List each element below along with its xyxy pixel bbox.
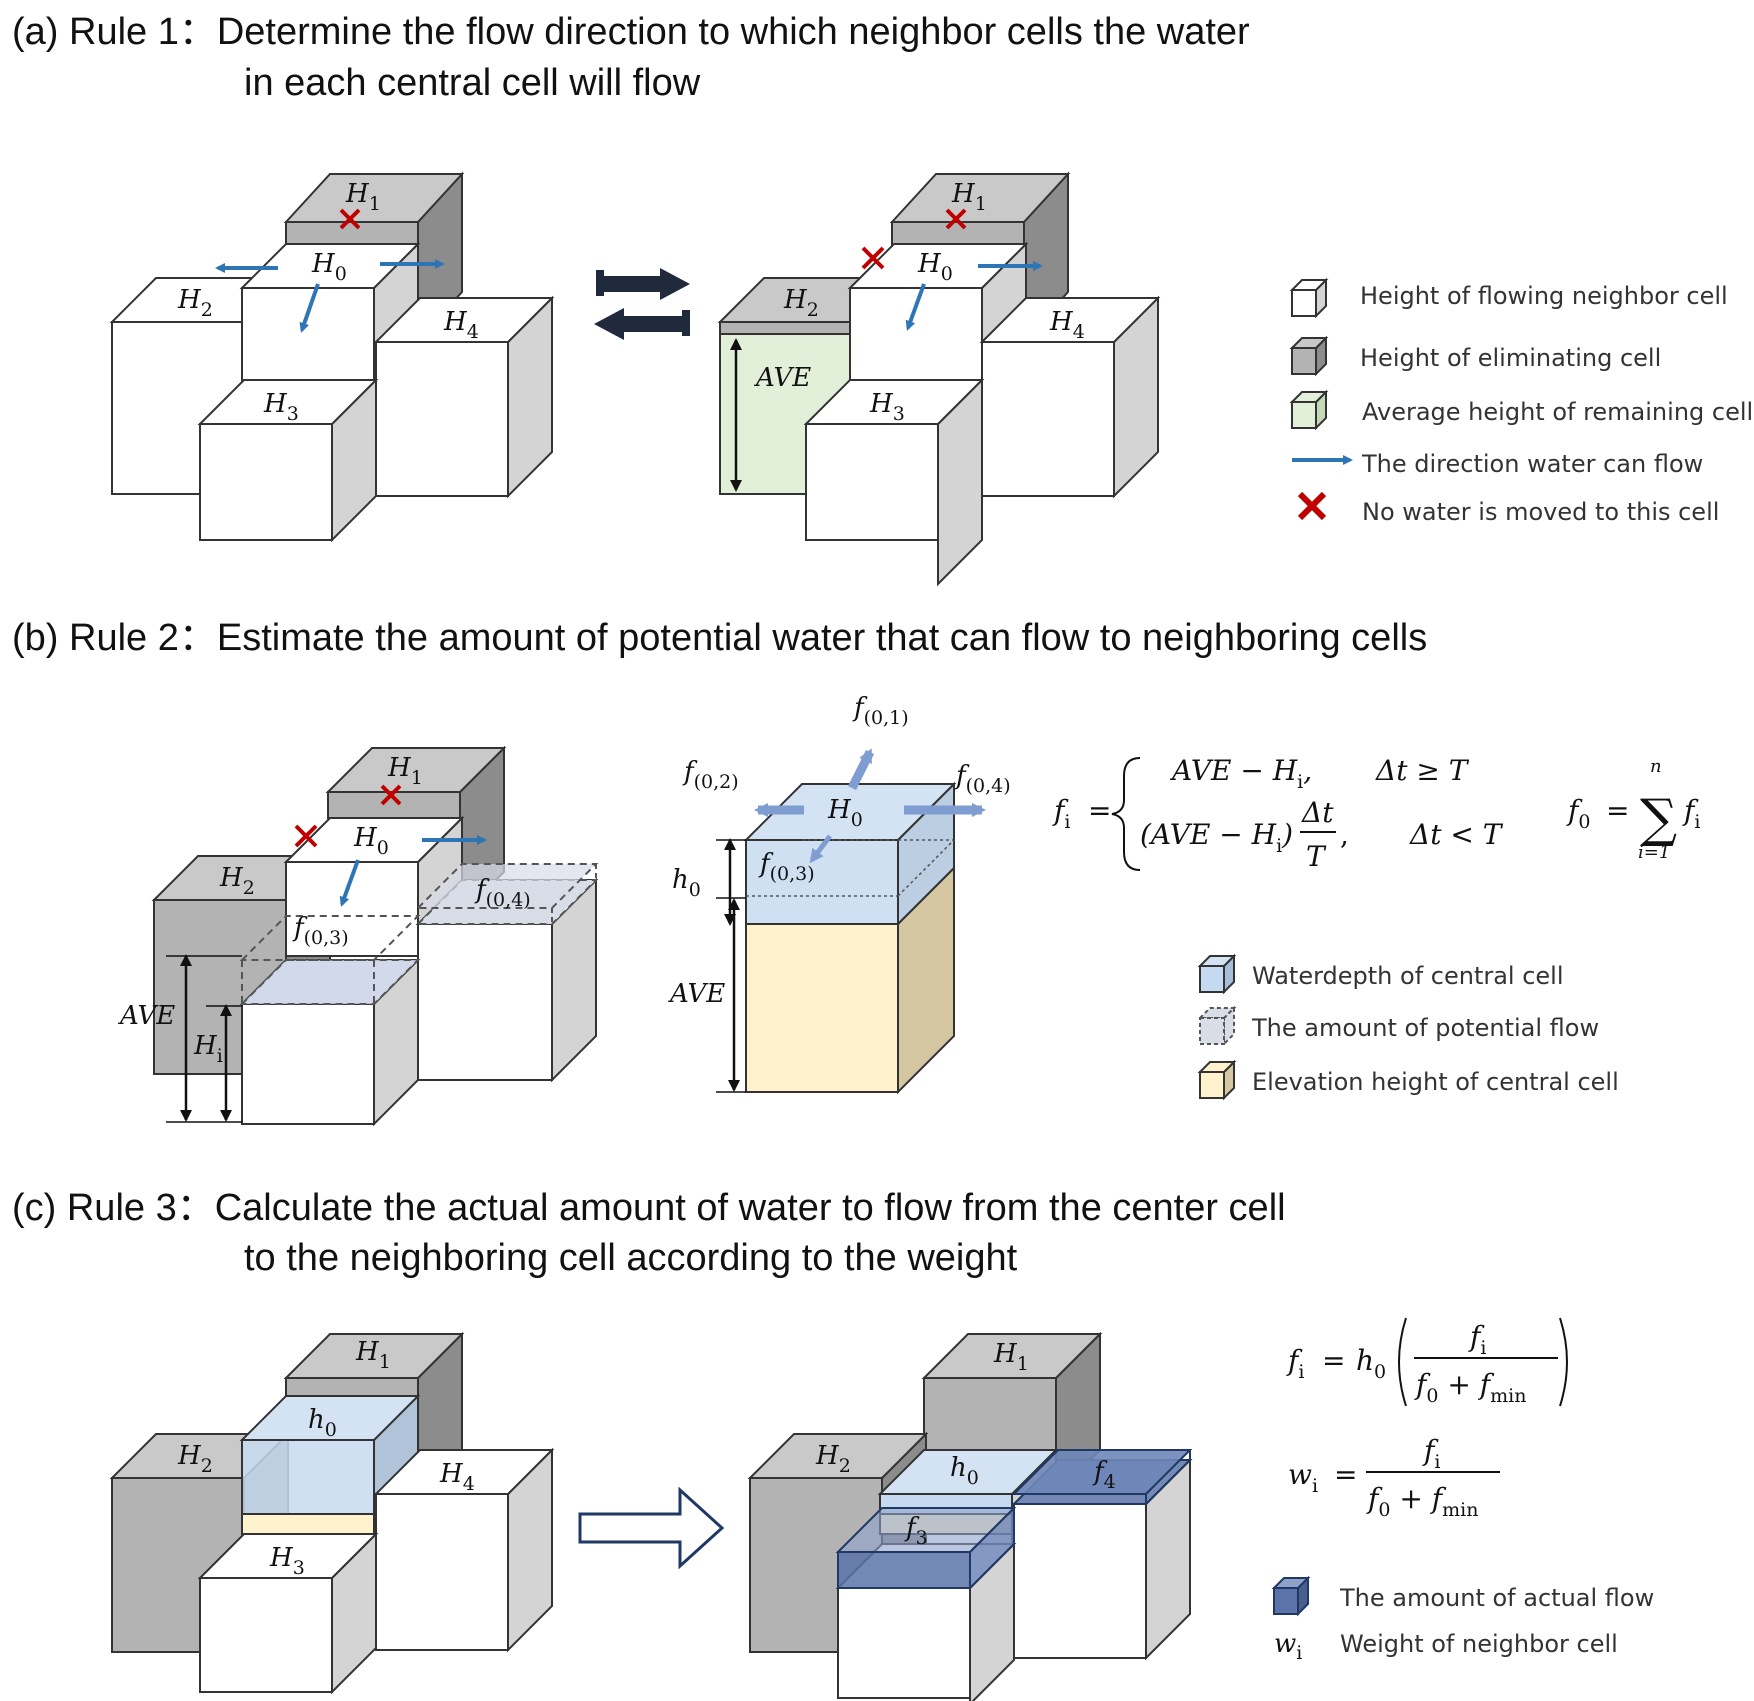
no-flow-x-icon (339, 208, 361, 230)
svg-text:Height of eliminating cell: Height of eliminating cell (1360, 344, 1661, 372)
cell-h4-c (373, 1447, 555, 1653)
svg-text:=: = (1088, 794, 1111, 827)
panel-c-left: H1 h0 H2 H4 H3 (109, 1331, 555, 1695)
actual-flow-f3 (835, 1505, 1017, 1591)
cell-h0 (239, 241, 421, 385)
panel-b-center: h0 AVE H0 f(0,3) f(0,1) f(0,2) f(0,4) (668, 693, 1011, 1095)
svg-text:T: T (1306, 840, 1327, 873)
central-cell-b (743, 781, 957, 1095)
no-flow-x-icon (1297, 491, 1327, 521)
section-a-title: (a) Rule 1：Determine the flow direction … (12, 11, 1250, 53)
svg-text:=: = (1334, 1458, 1357, 1491)
potential-flow-f03 (239, 915, 421, 1005)
no-flow-x-icon (861, 208, 967, 270)
potential-flow-f04 (415, 863, 599, 925)
svg-text:The amount of potential flow: The amount of potential flow (1251, 1014, 1599, 1042)
svg-text:fi: fi (1468, 1320, 1486, 1359)
potential-flow-arrows (754, 748, 986, 864)
legend-elevation-cube-icon (1197, 1059, 1237, 1101)
svg-text:h0: h0 (672, 865, 701, 901)
cell-h4 (373, 295, 555, 499)
svg-text:fi: fi (1286, 1344, 1304, 1383)
legend-water-cube-icon (1197, 953, 1237, 995)
svg-text:wi: wi (1274, 1629, 1302, 1664)
section-a-title-line2: in each central cell will flow (244, 62, 701, 104)
legend-actual-flow-cube-icon (1271, 1575, 1311, 1617)
svg-text:f(0,4): f(0,4) (954, 761, 1011, 797)
legend-grey-cube-icon (1289, 335, 1329, 377)
flow-arrow-icon (339, 835, 487, 907)
svg-text:Δt < T: Δt < T (1409, 818, 1504, 851)
svg-text:(AVE − Hi): (AVE − Hi) (1140, 818, 1293, 857)
water-depth-fill (241, 1439, 375, 1515)
svg-text:n: n (1650, 756, 1662, 777)
ave-label: AVE (754, 363, 811, 393)
svg-text:AVE: AVE (118, 1001, 175, 1031)
equation-f0: f0 = ∑ n i=1 fi (1566, 756, 1700, 863)
svg-text:f(0,1): f(0,1) (852, 693, 909, 729)
svg-text:f0 + fmin: f0 + fmin (1366, 1482, 1478, 1521)
svg-text:Δt ≥ T: Δt ≥ T (1375, 754, 1470, 787)
legend-a: Height of flowing neighbor cell Height o… (1289, 277, 1754, 526)
section-c-title: (c) Rule 3：Calculate the actual amount o… (12, 1187, 1286, 1229)
flow-arrow-icon (905, 261, 1043, 331)
svg-text:i=1: i=1 (1638, 842, 1670, 863)
svg-text:Waterdepth of central cell: Waterdepth of central cell (1252, 962, 1564, 990)
svg-text:Weight of neighbor cell: Weight of neighbor cell (1340, 1630, 1618, 1658)
svg-text:=: = (1322, 1344, 1345, 1377)
legend-c: The amount of actual flow wi Weight of n… (1271, 1575, 1654, 1664)
svg-text:fi: fi (1422, 1434, 1440, 1473)
svg-text:AVE: AVE (668, 979, 725, 1009)
svg-text:f0: f0 (1566, 794, 1590, 833)
svg-text:Δt: Δt (1301, 796, 1334, 829)
svg-text:,: , (1340, 818, 1349, 851)
cell-h4-right (979, 295, 1161, 499)
svg-text:=: = (1606, 794, 1629, 827)
flow-arrow-icon (215, 259, 445, 333)
svg-text:The amount of actual flow: The amount of actual flow (1339, 1584, 1654, 1612)
panel-b-left: AVE Hi H1 H0 H2 f(0,3) f(0,4) (118, 745, 599, 1127)
legend-green-cube-icon (1289, 389, 1329, 431)
elevation-fill (745, 923, 899, 1093)
svg-text:No water is moved to this cell: No water is moved to this cell (1362, 498, 1719, 526)
svg-text:h0: h0 (1356, 1344, 1386, 1383)
equation-fi: fi = AVE − Hi, Δt ≥ T (AVE − Hi) Δt T , … (1052, 754, 1504, 873)
cell-h1-c (283, 1331, 465, 1497)
equation-weight: wi = fi f0 + fmin (1288, 1434, 1500, 1521)
svg-text:The direction water can flow: The direction water can flow (1361, 450, 1703, 478)
svg-text:fi: fi (1682, 794, 1700, 833)
actual-flow-f4 (1011, 1449, 1193, 1505)
svg-text:f(0,2): f(0,2) (682, 757, 739, 793)
cell-h3-right (803, 377, 985, 587)
svg-text:AVE − Hi,: AVE − Hi, (1169, 754, 1312, 793)
no-flow-x-icon (294, 784, 402, 848)
svg-text:f0 + fmin: f0 + fmin (1414, 1368, 1526, 1407)
swap-arrows-icon (594, 268, 690, 340)
svg-text:Height of flowing neighbor cel: Height of flowing neighbor cell (1360, 282, 1728, 310)
svg-text:wi: wi (1288, 1458, 1318, 1497)
svg-text:∑: ∑ (1640, 789, 1677, 849)
cell-h3-c (197, 1531, 379, 1695)
section-b-title: (b) Rule 2：Estimate the amount of potent… (12, 617, 1427, 659)
legend-b: Waterdepth of central cell The amount of… (1197, 953, 1619, 1101)
section-c-title-line2: to the neighboring cell according to the… (244, 1237, 1018, 1279)
svg-text:fi: fi (1052, 794, 1070, 833)
legend-white-cube-icon (1289, 277, 1329, 319)
svg-text:Average height of remaining ce: Average height of remaining cells (1362, 398, 1754, 426)
panel-c-right: H1 H2 h0 f4 f3 (747, 1331, 1193, 1701)
transition-arrow-icon (578, 1486, 725, 1570)
cell-h3 (197, 377, 379, 543)
panel-a-right: AVE H1 H0 H2 H4 H3 (717, 171, 1161, 587)
legend-potential-cube-icon (1197, 1005, 1237, 1047)
svg-text:Elevation height of central ce: Elevation height of central cell (1252, 1068, 1619, 1096)
panel-a-left: H1 H0 H2 H4 H3 (109, 171, 555, 543)
equation-actual-flow: fi = h0 fi f0 + fmin (1286, 1317, 1568, 1407)
